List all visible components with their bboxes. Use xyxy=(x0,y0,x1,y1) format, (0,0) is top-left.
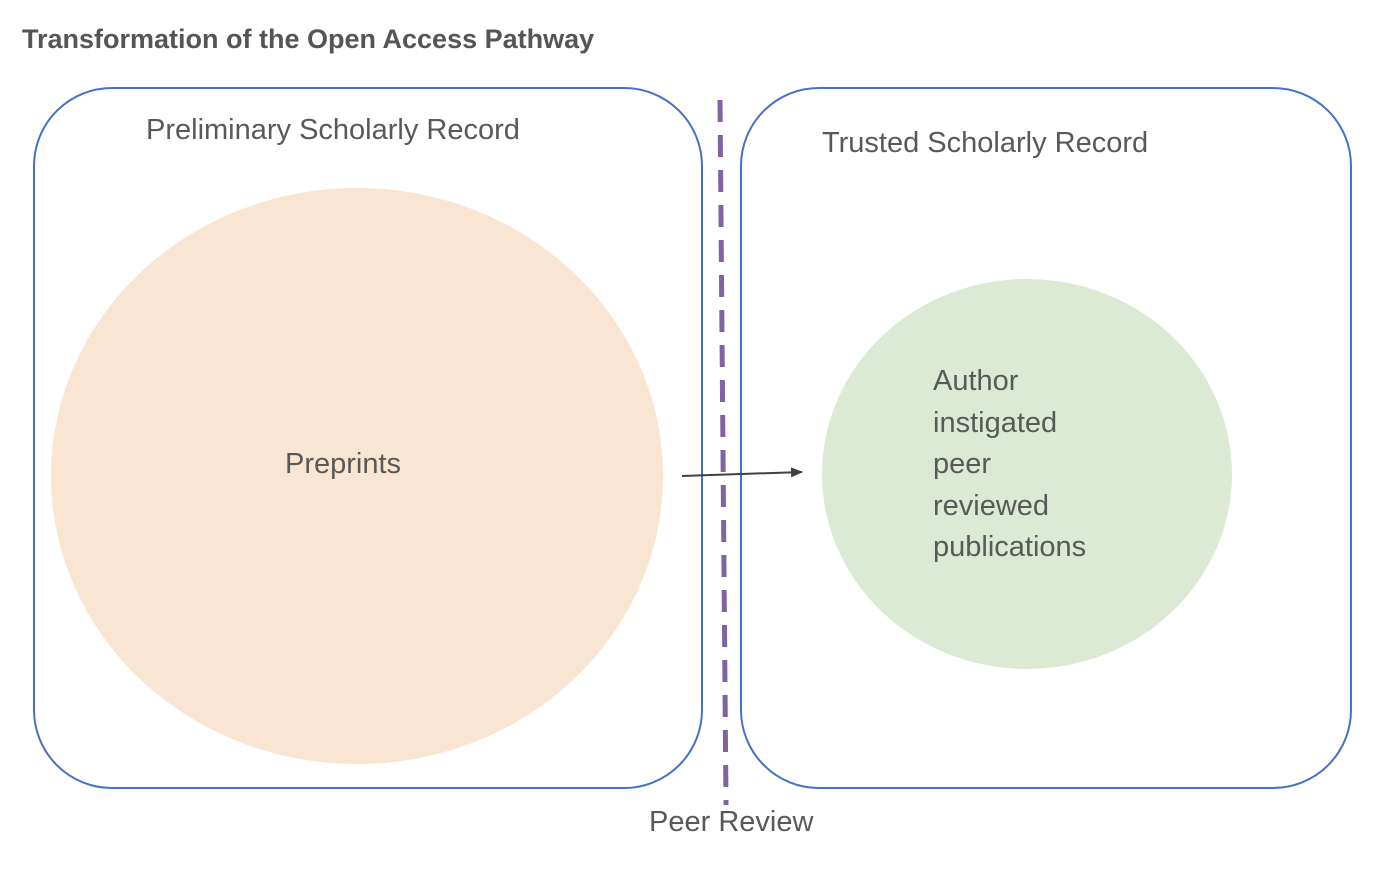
trusted-record-label: Trusted Scholarly Record xyxy=(822,127,1149,159)
publications-circle xyxy=(822,279,1232,669)
publications-label-line: peer xyxy=(933,448,992,480)
preliminary-record-label: Preliminary Scholarly Record xyxy=(146,114,520,146)
diagram-title: Transformation of the Open Access Pathwa… xyxy=(22,24,595,54)
trusted-record-box xyxy=(740,87,1352,789)
peer-review-divider xyxy=(717,99,729,806)
preprints-circle xyxy=(51,188,663,764)
publications-label-line: Author xyxy=(933,365,1019,397)
pathway-arrow xyxy=(681,467,803,478)
preliminary-record-box xyxy=(33,87,703,789)
publications-label-line: publications xyxy=(933,531,1087,563)
publications-label-line: instigated xyxy=(933,406,1058,439)
preprints-label: Preprints xyxy=(285,448,402,480)
publications-label: Author instigated peer reviewed publicat… xyxy=(933,361,1086,569)
publications-label-line: reviewed xyxy=(933,489,1050,522)
peer-review-label: Peer Review xyxy=(649,806,814,838)
